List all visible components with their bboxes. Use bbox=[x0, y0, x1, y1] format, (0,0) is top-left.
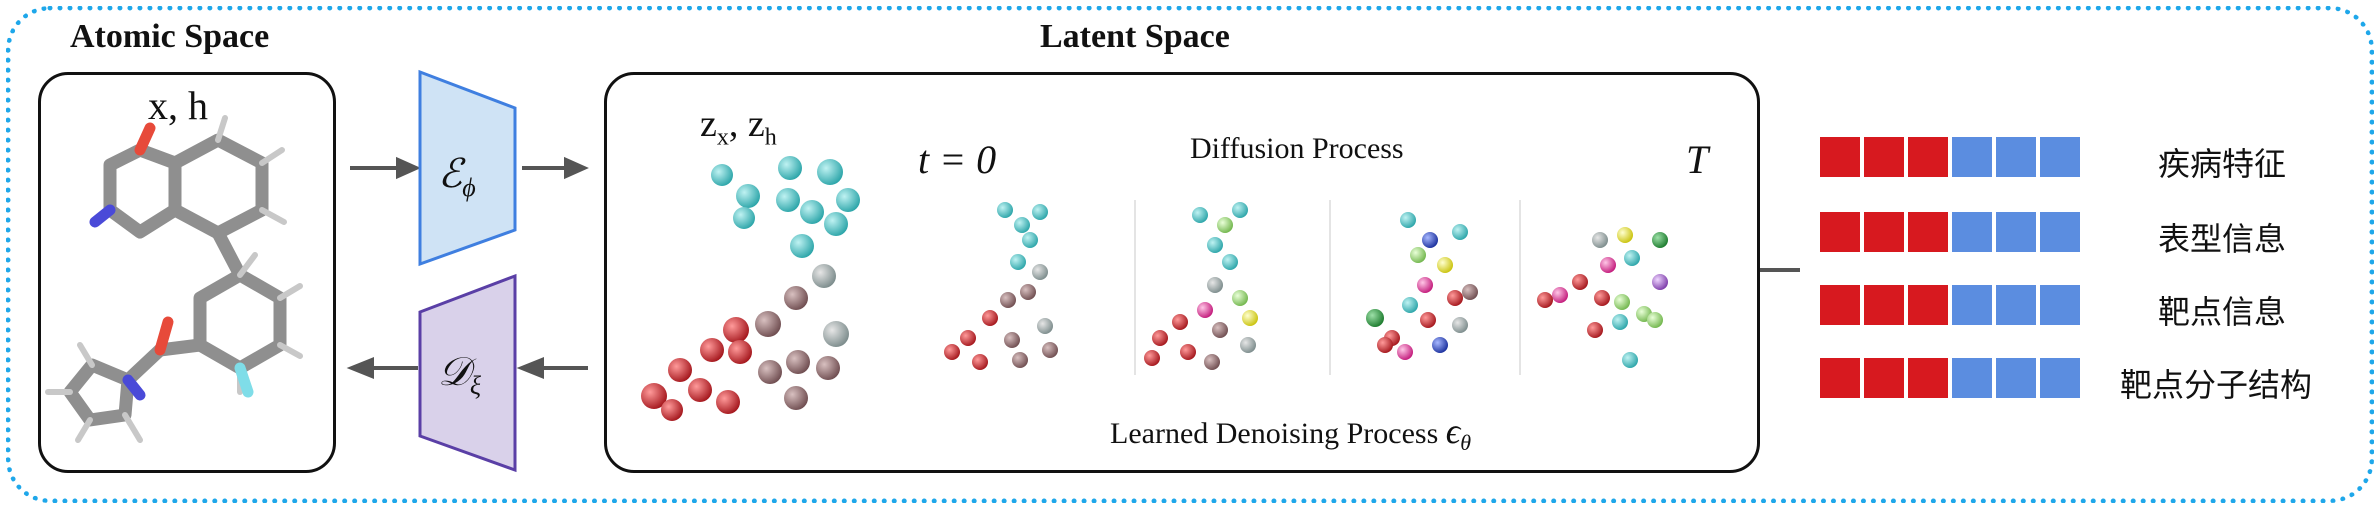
denoise-subscript: θ bbox=[1460, 430, 1472, 455]
condition-label-0: 疾病特征 bbox=[2158, 145, 2287, 183]
denoising-process-label: Learned Denoising Process ϵθ bbox=[1110, 411, 1472, 455]
outer-frame bbox=[6, 6, 2374, 503]
condition-label-3: 靶点分子结构 bbox=[2120, 366, 2313, 404]
decoder-symbol: 𝒟ξ bbox=[438, 349, 482, 400]
t-end-label: T bbox=[1686, 137, 1709, 182]
latent-label: zx, zh bbox=[700, 103, 777, 151]
encoder-subscript: ϕ bbox=[462, 173, 476, 202]
decoder-subscript: ξ bbox=[469, 371, 482, 400]
atomic-label: x, h bbox=[148, 83, 208, 128]
atomic-space-title: Atomic Space bbox=[70, 18, 270, 55]
denoise-symbol: ϵ bbox=[1445, 411, 1461, 451]
t-start-label: t = 0 bbox=[918, 137, 997, 182]
latent-space-title: Latent Space bbox=[1040, 18, 1230, 55]
encoder-symbol: ℰϕ bbox=[438, 151, 476, 202]
diffusion-process-label: Diffusion Process bbox=[1190, 132, 1404, 165]
condition-label-1: 表型信息 bbox=[2158, 220, 2287, 258]
condition-label-2: 靶点信息 bbox=[2158, 293, 2287, 331]
